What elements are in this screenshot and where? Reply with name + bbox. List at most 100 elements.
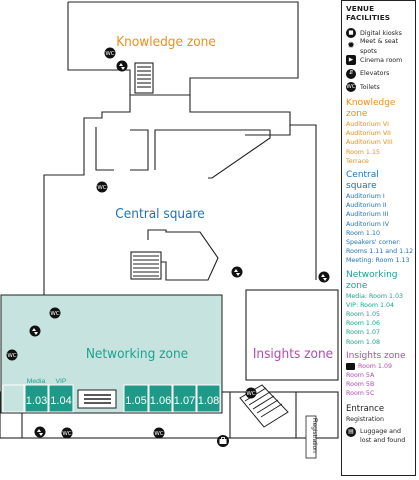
room-1-04-label: 1.04 [50,395,71,407]
legend-item: Room 1.07 [346,329,380,337]
legend-item: Speakers' corner: [346,238,401,246]
legend-item: Terrace [346,157,369,165]
legend-insights-title: Insights zone [346,350,406,361]
legend-item: Room 1.05 [346,310,380,318]
legend-central-list: Auditorium I Auditorium II Auditorium II… [346,192,414,266]
legend-item: Room 5A [346,371,375,379]
toilet-icon[interactable]: WC [245,387,257,399]
central-square-divider [130,129,149,171]
svg-text:WC: WC [246,391,255,397]
room-1-03-label: 1.03 [26,395,47,407]
legend-item: Room 1.06 [346,320,380,328]
legend-item: Room 1.10 [346,229,380,237]
legend-item: Rooms 1.11 and 1.12 [346,248,414,256]
media-tag: Media [27,378,46,385]
luggage-icon: ▤ [346,426,356,437]
insights-zone-outline [245,289,339,381]
central-square-outline [43,95,131,295]
toilet-icon[interactable]: WC [153,427,165,439]
room-1-06-label: 1.06 [150,395,171,407]
legend-item: Meeting: Room 1.13 [346,257,410,265]
legend-facility-label: Elevators [360,70,390,78]
legend-item: Auditorium III [346,211,389,219]
toilet-icon[interactable]: WC [61,427,73,439]
legend-item: Room 1.15 [346,148,380,156]
toilet-icon[interactable]: WC [104,47,116,59]
networking-zone-label: Networking zone [86,346,188,362]
legend-item: Room 1.09 [346,362,412,371]
stairs-icon [130,251,162,280]
legend-facility-label: Cinema room [360,56,403,64]
meet-icon: ✹ [346,41,356,52]
elevator-icon[interactable] [116,60,128,72]
central-square-east-wall [245,124,317,280]
legend-item: Auditorium I [346,192,385,200]
elevator-icon[interactable] [34,426,46,438]
room-1-06[interactable]: 1.06 [148,384,173,413]
meet-seat-icon [77,389,117,409]
luggage-icon[interactable] [217,435,229,447]
legend-item: Auditorium VI [346,120,389,128]
central-square-room-right [154,129,271,179]
legend-central-title: Central square [346,169,379,191]
legend-facility-cinema: ▶ Cinema room [346,53,412,67]
legend-cinema-room: Room 1.09 [358,362,392,370]
kiosk-icon: ■ [346,28,356,39]
svg-text:WC: WC [105,51,114,57]
legend-item: Media: Room 1.03 [346,292,403,300]
svg-text:WC: WC [62,431,71,437]
legend-item: VIP: Room 1.04 [346,301,395,309]
legend-facility-label: Toilets [360,83,380,91]
vip-tag: VIP [56,378,67,385]
room-1-07[interactable]: 1.07 [172,384,197,413]
legend-luggage: ▤ Luggage and lost and found [346,426,412,445]
svg-text:WC: WC [154,431,163,437]
cinema-icon: ▶ [346,55,356,66]
svg-text:WC: WC [50,311,59,317]
knowledge-zone-label: Knowledge zone [116,34,216,50]
legend-item: Auditorium II [346,202,387,210]
legend-facility-label: Digital kiosks [360,29,402,37]
cinema-icon [346,362,355,370]
legend-item: Room 5B [346,381,375,389]
central-block-outline [147,229,219,281]
stairs-icon [134,62,154,94]
legend-networking-title: Networking zone [346,269,398,291]
legend-facility-toilet: WC Toilets [346,80,412,94]
legend-facility-meet: ✹ Meet & seat spots [346,38,412,55]
floor-plan: Knowledge zone Central square Networking… [0,1,339,459]
room-1-08-label: 1.08 [198,395,219,407]
room-1-05[interactable]: 1.05 [123,384,149,413]
toilet-icon[interactable]: WC [6,349,18,361]
legend-facility-elevator: ⇵ Elevators [346,67,412,81]
svg-text:WC: WC [7,353,16,359]
central-square-outline-top [189,95,291,126]
legend-entrance-title: Entrance [346,403,385,414]
elevator-icon[interactable] [29,325,41,337]
toilet-icon[interactable]: WC [49,307,61,319]
legend-facility-kiosk: ■ Digital kiosks [346,26,412,40]
legend-item: Auditorium VIII [346,139,393,147]
registration-label: Registration [311,418,318,453]
room-1-03[interactable]: 1.03 [24,384,49,413]
legend-networking-list: Media: Room 1.03 VIP: Room 1.04 Room 1.0… [346,292,412,347]
insights-zone-label: Insights zone [253,346,333,362]
legend-title: VENUE FACILITIES [346,4,391,23]
legend-item: Auditorium VII [346,130,391,138]
legend-facility-label: Meet & seat spots [360,38,399,55]
legend-item: Auditorium IV [346,220,389,228]
legend-item: Room 5C [346,390,375,398]
svg-text:WC: WC [97,185,106,191]
elevator-icon[interactable] [318,271,330,283]
venue-facilities-legend: VENUE FACILITIES ■ Digital kiosks ✹ Meet… [341,0,416,476]
toilet-icon[interactable]: WC [96,181,108,193]
legend-knowledge-list: Auditorium VI Auditorium VII Auditorium … [346,120,412,166]
toilet-icon: WC [346,82,356,93]
legend-item: Room 1.08 [346,338,380,346]
room-1-04[interactable]: 1.04 [48,384,74,413]
elevator-icon[interactable] [231,266,243,278]
elevator-icon: ⇵ [346,68,356,79]
room-1-08[interactable]: 1.08 [196,384,221,413]
room-1-05-label: 1.05 [125,395,146,407]
legend-knowledge-title: Knowledge zone [346,97,396,119]
